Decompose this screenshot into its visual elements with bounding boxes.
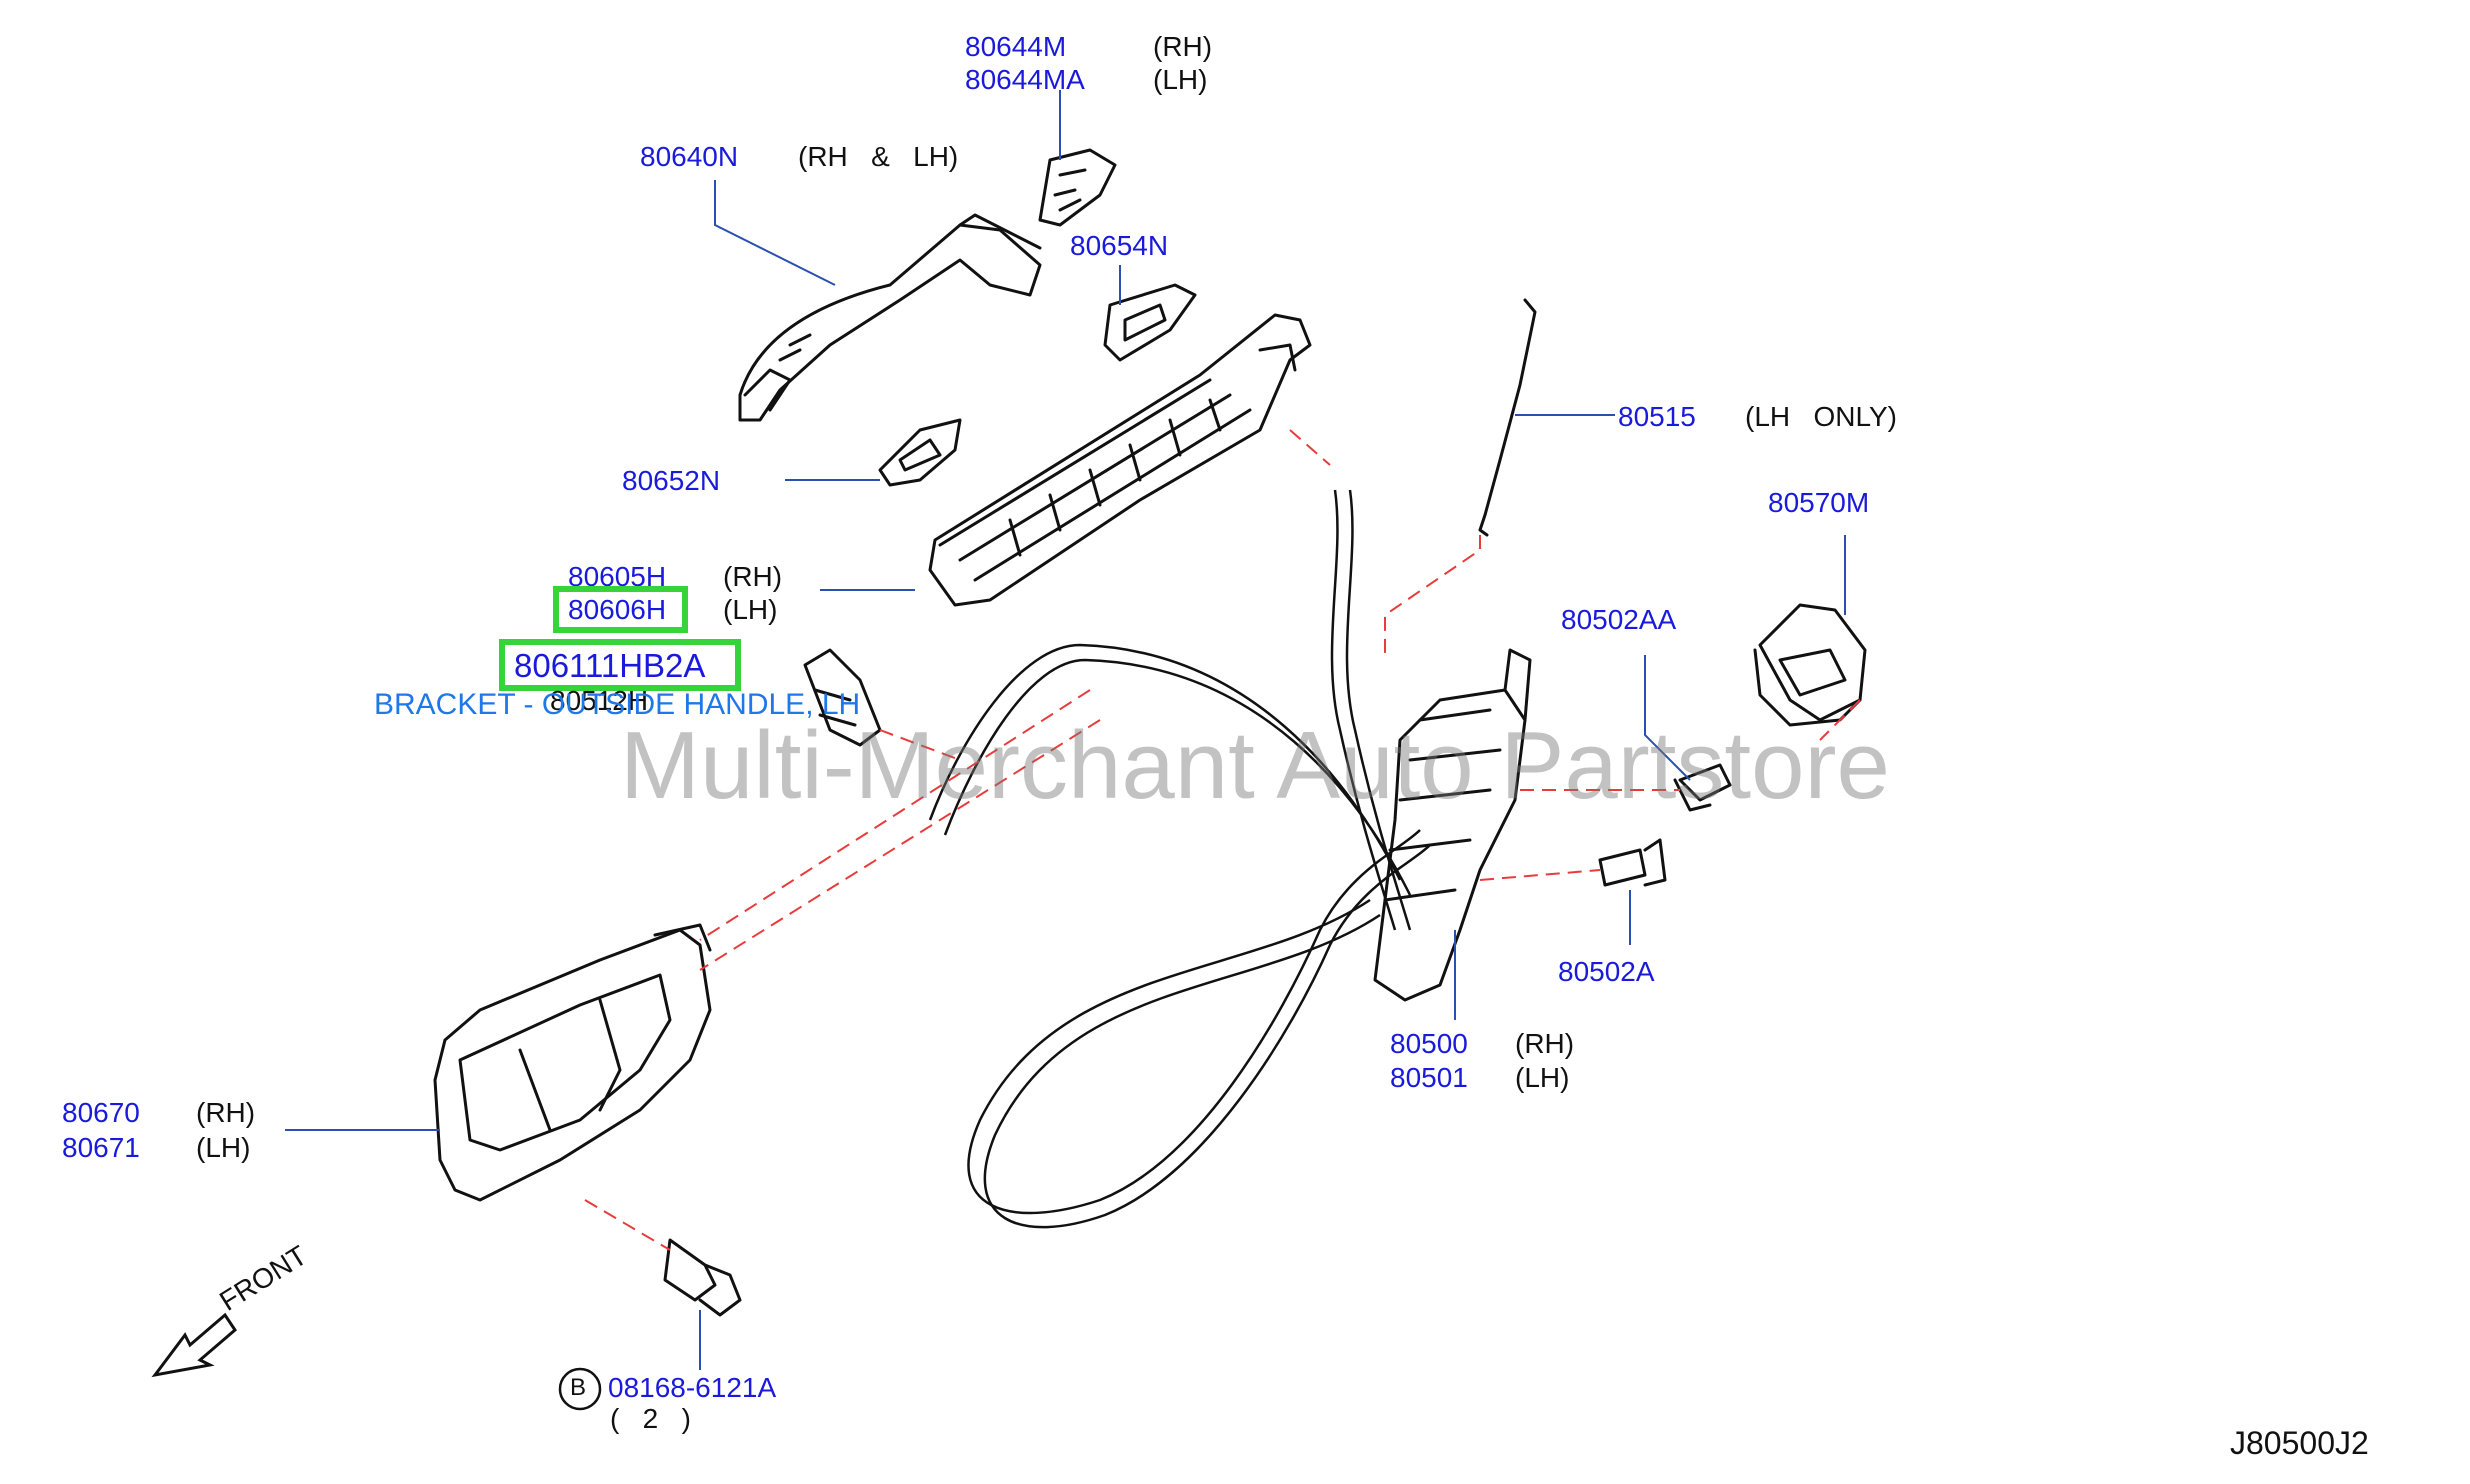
part-description: BRACKET - OUTSIDE HANDLE, LH	[374, 688, 861, 721]
bolt-quantity: ( 2 )	[610, 1403, 691, 1434]
side-label-80670: (RH)	[196, 1097, 256, 1128]
part-label-80644ma[interactable]: 80644MA	[965, 64, 1085, 95]
part-label-80500[interactable]: 80500	[1390, 1028, 1468, 1059]
gasket-rear-drawing	[878, 418, 962, 487]
side-label-80500: (RH)	[1515, 1028, 1575, 1059]
part-label-80570m[interactable]: 80570M	[1768, 487, 1870, 518]
part-label-80654n[interactable]: 80654N	[1070, 230, 1169, 261]
part-label-80605h[interactable]: 80605H	[568, 561, 667, 592]
side-label-80640n: (RH & LH)	[798, 141, 959, 172]
part-leader-lines	[285, 90, 1846, 1370]
part-label-80606h[interactable]: 80606H	[568, 594, 667, 625]
side-label-80644ma: (LH)	[1153, 64, 1208, 95]
side-label-80501: (LH)	[1515, 1062, 1570, 1093]
side-label-80606h: (LH)	[723, 594, 778, 625]
part-label-80644m[interactable]: 80644M	[965, 31, 1067, 62]
part-label-80671[interactable]: 80671	[62, 1132, 140, 1163]
part-label-08168-6121a[interactable]: 08168-6121A	[608, 1372, 777, 1403]
striker-drawing	[1753, 603, 1867, 727]
side-label-80644m: (RH)	[1153, 31, 1213, 62]
bolt-drawing	[663, 1238, 742, 1317]
door-lock-actuator-drawing	[1373, 648, 1532, 1002]
handle-bracket-drawing	[928, 313, 1312, 607]
part-label-80501[interactable]: 80501	[1390, 1062, 1468, 1093]
part-label-80502aa[interactable]: 80502AA	[1561, 604, 1677, 635]
bolt-b-circle-icon	[558, 1367, 602, 1411]
part-label-80640n[interactable]: 80640N	[640, 141, 739, 172]
inside-handle-drawing	[433, 923, 712, 1202]
part-label-80515[interactable]: 80515	[1618, 401, 1696, 432]
watermark-text: Multi-Merchant Auto Partstore	[620, 712, 1890, 819]
part-label-80502a[interactable]: 80502A	[1558, 956, 1655, 987]
part-label-80652n[interactable]: 80652N	[622, 465, 721, 496]
gasket-front-drawing	[1103, 283, 1197, 362]
bolt-circle-letter: B	[570, 1374, 587, 1401]
diagram-id: J80500J2	[2230, 1425, 2369, 1461]
part-label-80512h[interactable]: 80512H	[550, 685, 649, 716]
part-label-80670[interactable]: 80670	[62, 1097, 140, 1128]
highlight-box-806111hb2a	[499, 639, 741, 691]
part-label-806111hb2a[interactable]: 806111HB2A	[514, 647, 706, 684]
lock-rod-drawing	[1478, 298, 1537, 537]
side-label-80605h: (RH)	[723, 561, 783, 592]
side-label-80515: (LH ONLY)	[1745, 401, 1897, 432]
side-label-80671: (LH)	[196, 1132, 251, 1163]
highlight-box-80606h	[553, 586, 688, 633]
assembly-guide-lines	[584, 429, 1861, 1251]
outside-handle-drawing	[738, 213, 1042, 422]
release-cables	[928, 489, 1431, 1229]
front-direction-arrow-icon	[151, 1312, 237, 1378]
escutcheon-drawing	[1038, 148, 1117, 227]
screw-80502a-drawing	[1598, 838, 1667, 887]
